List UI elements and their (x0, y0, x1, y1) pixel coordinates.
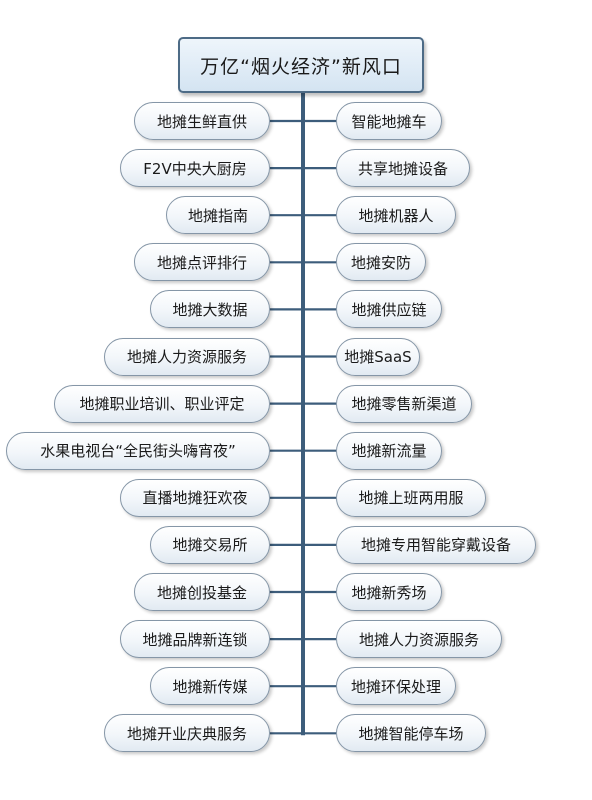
right-branch-node: 共享地摊设备 (336, 149, 470, 188)
right-branch-node: 地摊SaaS (336, 337, 420, 376)
left-branch-node: 直播地摊狂欢夜 (120, 478, 270, 517)
right-branch-node: 地摊环保处理 (336, 667, 456, 706)
right-branch-node: 地摊新秀场 (336, 573, 442, 611)
left-branch-node: 地摊创投基金 (134, 573, 270, 611)
left-branch-node: 地摊大数据 (150, 290, 270, 329)
left-branch-node: 地摊品牌新连锁 (120, 620, 270, 659)
right-branch-node: 地摊机器人 (336, 196, 456, 235)
right-branch-node: 地摊上班两用服 (336, 478, 486, 517)
left-branch-node: 水果电视台“全民街头嗨宵夜” (6, 431, 270, 470)
right-branch-node: 地摊专用智能穿戴设备 (336, 525, 536, 564)
right-branch-node: 地摊供应链 (336, 290, 442, 329)
left-branch-node: 地摊生鲜直供 (134, 102, 270, 140)
left-branch-node: 地摊指南 (166, 196, 270, 235)
right-branch-node: 地摊人力资源服务 (336, 620, 502, 659)
central-title-node: 万亿“烟火经济”新风口 (178, 37, 424, 93)
left-branch-node: 地摊开业庆典服务 (104, 714, 270, 753)
right-branch-node: 地摊新流量 (336, 431, 442, 470)
left-branch-node: 地摊点评排行 (134, 243, 270, 282)
right-branch-node: 智能地摊车 (336, 102, 442, 140)
left-branch-node: 地摊交易所 (150, 525, 270, 564)
right-branch-node: 地摊安防 (336, 243, 426, 282)
right-branch-node: 地摊智能停车场 (336, 714, 486, 753)
left-branch-node: 地摊人力资源服务 (104, 337, 270, 376)
left-branch-node: 地摊职业培训、职业评定 (54, 384, 270, 423)
left-branch-node: F2V中央大厨房 (120, 149, 270, 188)
right-branch-node: 地摊零售新渠道 (336, 384, 472, 423)
left-branch-node: 地摊新传媒 (150, 667, 270, 706)
